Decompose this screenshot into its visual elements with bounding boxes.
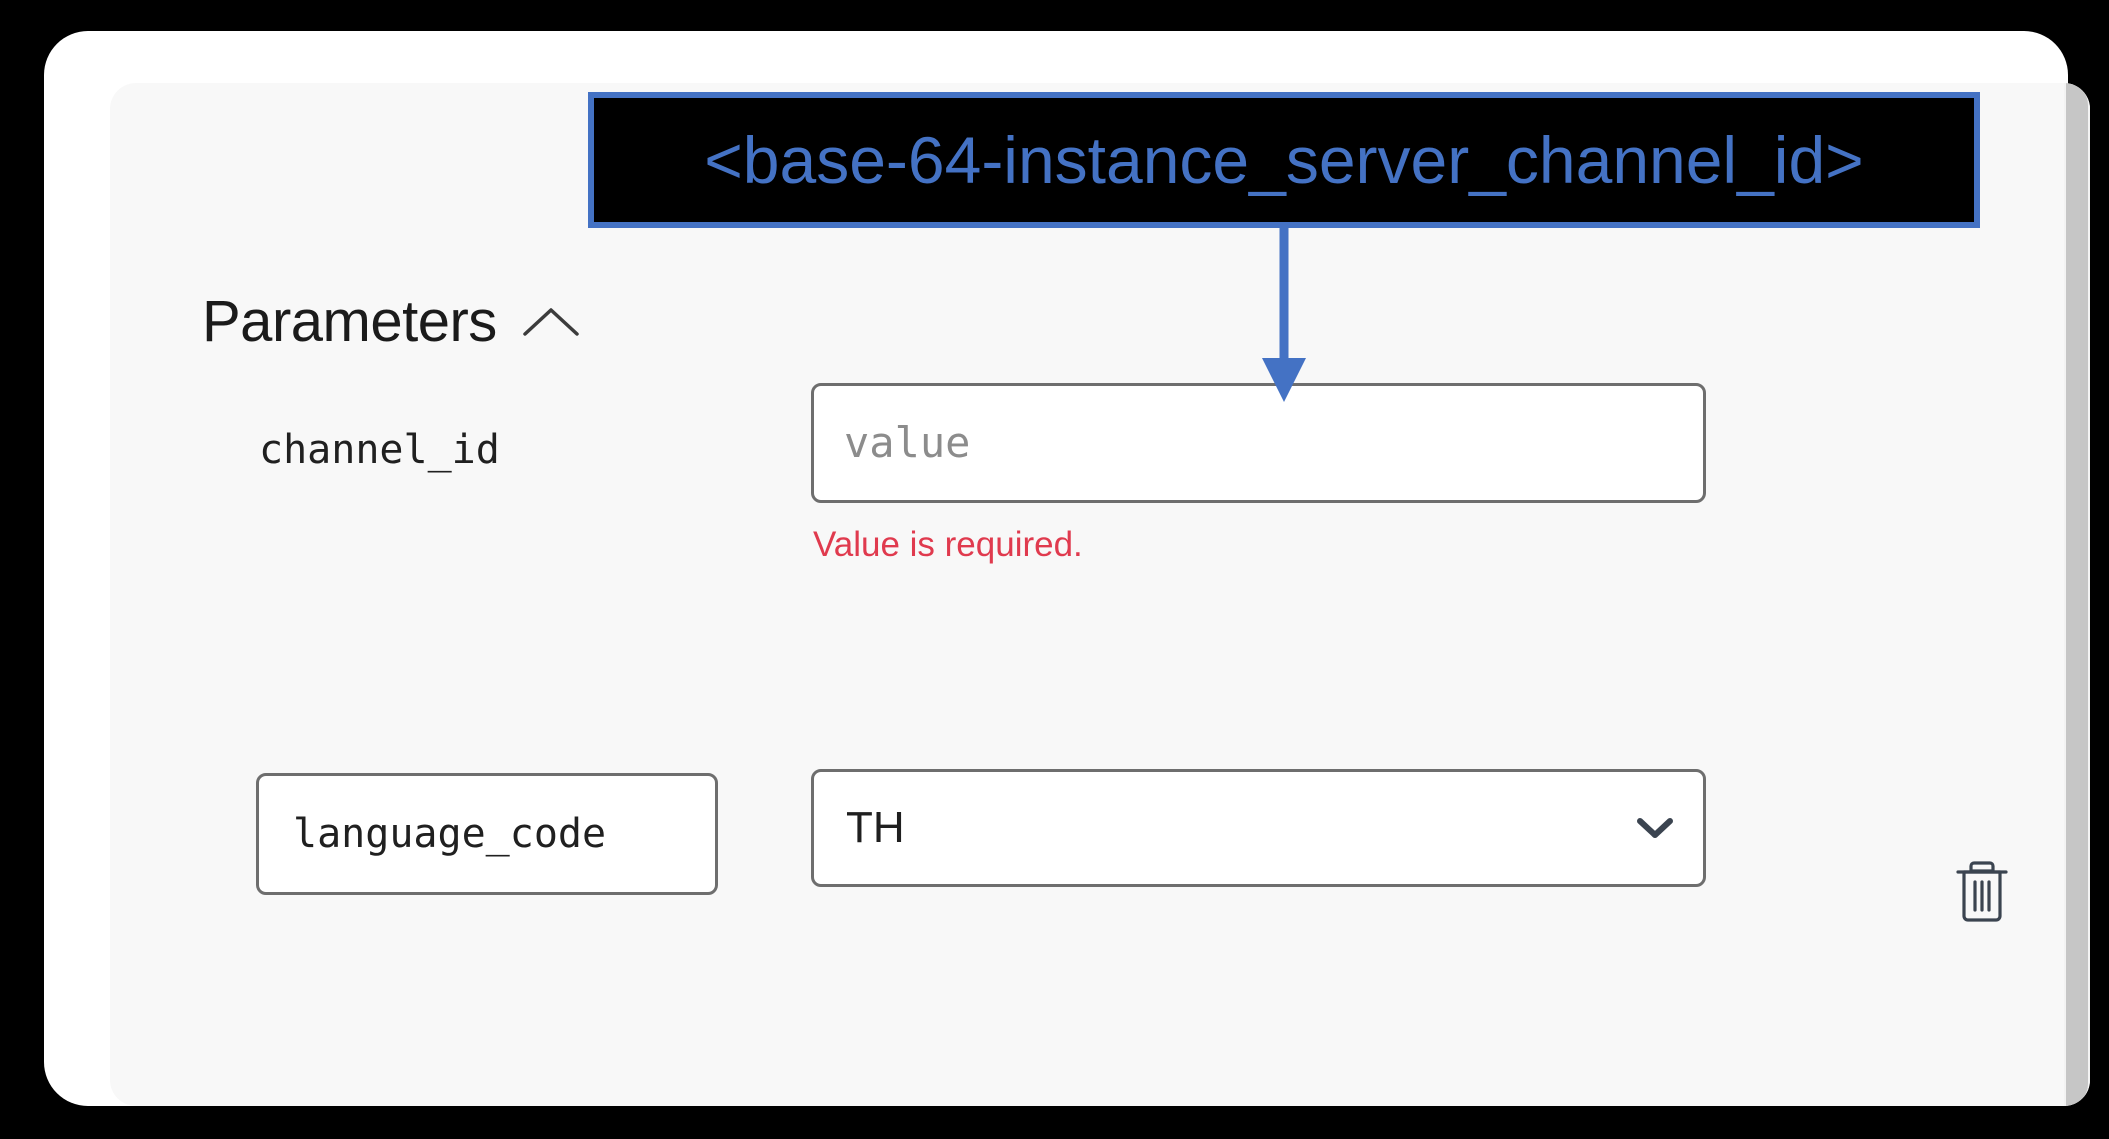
- scrollbar-thumb[interactable]: [2066, 83, 2088, 1106]
- annotation-arrow-icon: [1262, 222, 1306, 402]
- channel-id-value-input[interactable]: value: [811, 383, 1706, 503]
- chevron-down-icon[interactable]: [1635, 815, 1675, 841]
- vertical-scrollbar[interactable]: [2064, 83, 2090, 1106]
- validation-error-message: Value is required.: [813, 525, 1083, 564]
- chevron-up-icon[interactable]: [519, 302, 583, 342]
- language-code-selected-value: TH: [846, 803, 905, 852]
- language-code-key-input[interactable]: language_code: [256, 773, 718, 895]
- annotation-label: <base-64-instance_server_channel_id>: [704, 123, 1864, 197]
- language-code-key-text: language_code: [293, 811, 607, 857]
- language-code-select[interactable]: TH: [811, 769, 1706, 887]
- trash-icon[interactable]: [1951, 853, 2013, 925]
- channel-id-placeholder-text: value: [844, 418, 971, 467]
- page-title: Parameters: [202, 289, 497, 354]
- parameter-row-language-code: language_code TH: [110, 769, 2090, 1003]
- parameters-content-panel: Parameters channel_id value Value is req…: [110, 83, 2090, 1106]
- annotation-callout: <base-64-instance_server_channel_id>: [588, 92, 1980, 228]
- parameter-key-label: channel_id: [259, 427, 500, 473]
- parameters-section-header[interactable]: Parameters: [202, 293, 583, 351]
- parameter-row-channel-id: channel_id value Value is required.: [110, 383, 2090, 640]
